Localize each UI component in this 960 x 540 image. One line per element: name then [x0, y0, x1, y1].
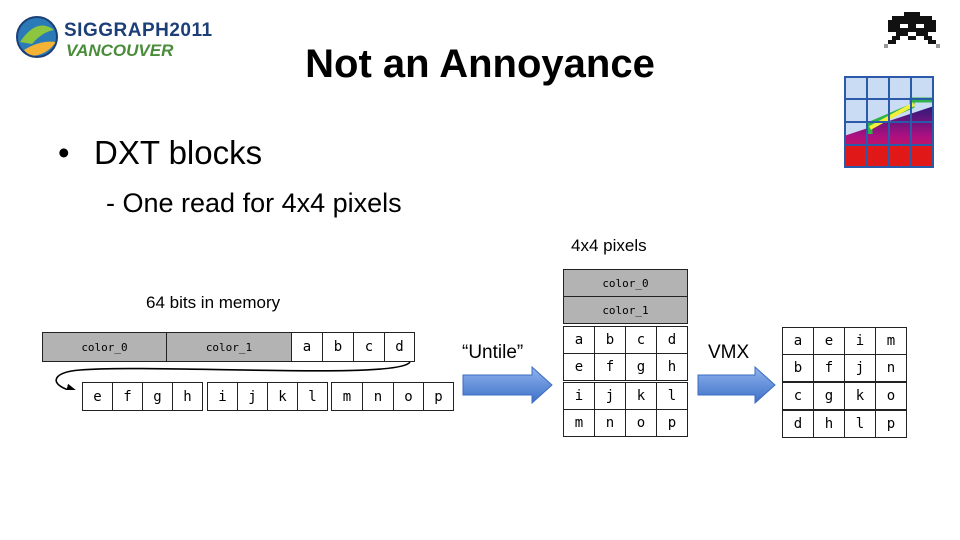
vmx-cell: i: [844, 327, 876, 355]
pixel-cell: d: [656, 326, 688, 354]
memory-caption: 64 bits in memory: [146, 293, 281, 312]
vmx-arrow-icon: [697, 366, 776, 404]
logo-vancouver-text: VANCOUVER: [66, 41, 174, 60]
memory-cell: l: [297, 382, 328, 411]
pixels-color1-cell: color_1: [563, 296, 688, 324]
pixel-cell: p: [656, 409, 688, 437]
memory-cell: g: [142, 382, 173, 411]
pixel-cell: a: [563, 326, 595, 354]
bullet-point: • DXT blocks: [58, 134, 262, 172]
memory-cell: p: [423, 382, 454, 411]
memory-cell: k: [267, 382, 298, 411]
memory-cell: h: [172, 382, 203, 411]
bullet-dot: •: [58, 134, 70, 171]
pixel-cell: j: [594, 382, 626, 410]
siggraph-logo: SIGGRAPH2011 VANCOUVER: [12, 12, 212, 68]
pixel-cell: h: [656, 353, 688, 381]
vmx-cell: h: [813, 410, 845, 438]
pixel-cell: g: [625, 353, 657, 381]
vmx-cell: p: [875, 410, 907, 438]
pixel-cell: e: [563, 353, 595, 381]
pixel-cell: b: [594, 326, 626, 354]
vmx-cell: f: [813, 354, 845, 382]
memory-cell: j: [237, 382, 268, 411]
memory-cell: a: [291, 332, 323, 362]
vmx-cell: k: [844, 382, 876, 410]
vmx-cell: b: [782, 354, 814, 382]
pixel-cell: f: [594, 353, 626, 381]
space-invader-icon: [884, 12, 940, 48]
memory-color1-cell: color_1: [166, 332, 292, 362]
pixel-cell: i: [563, 382, 595, 410]
memory-cell: d: [384, 332, 415, 362]
pixel-grid-icon: [844, 76, 934, 168]
memory-cell: f: [112, 382, 143, 411]
vmx-cell: o: [875, 382, 907, 410]
pixels-caption: 4x4 pixels: [571, 236, 647, 255]
sub-bullet: - One read for 4x4 pixels: [106, 188, 402, 218]
memory-cell: m: [331, 382, 363, 411]
memory-cell: b: [322, 332, 354, 362]
untile-label: “Untile”: [462, 342, 524, 363]
pixel-cell: c: [625, 326, 657, 354]
pixel-cell: n: [594, 409, 626, 437]
vmx-cell: a: [782, 327, 814, 355]
memory-color0-cell: color_0: [42, 332, 167, 362]
memory-cell: i: [207, 382, 238, 411]
vmx-cell: n: [875, 354, 907, 382]
vmx-cell: l: [844, 410, 876, 438]
pixel-cell: l: [656, 382, 688, 410]
untile-arrow-icon: [462, 366, 553, 404]
pixel-cell: o: [625, 409, 657, 437]
pixels-color0-cell: color_0: [563, 269, 688, 297]
vmx-cell: g: [813, 382, 845, 410]
siggraph-swirl-icon: [16, 16, 58, 58]
vmx-cell: e: [813, 327, 845, 355]
logo-siggraph-text: SIGGRAPH2011: [64, 20, 213, 41]
vmx-cell: c: [782, 382, 814, 410]
bullet-text: DXT blocks: [94, 134, 263, 171]
memory-cell: e: [82, 382, 113, 411]
wrap-around-arrow-icon: [55, 361, 411, 390]
slide-title: Not an Annoyance: [305, 42, 655, 86]
vmx-cell: m: [875, 327, 907, 355]
pixel-cell: m: [563, 409, 595, 437]
vmx-cell: j: [844, 354, 876, 382]
vmx-cell: d: [782, 410, 814, 438]
memory-cell: c: [353, 332, 385, 362]
pixel-cell: k: [625, 382, 657, 410]
vmx-label: VMX: [708, 342, 750, 363]
